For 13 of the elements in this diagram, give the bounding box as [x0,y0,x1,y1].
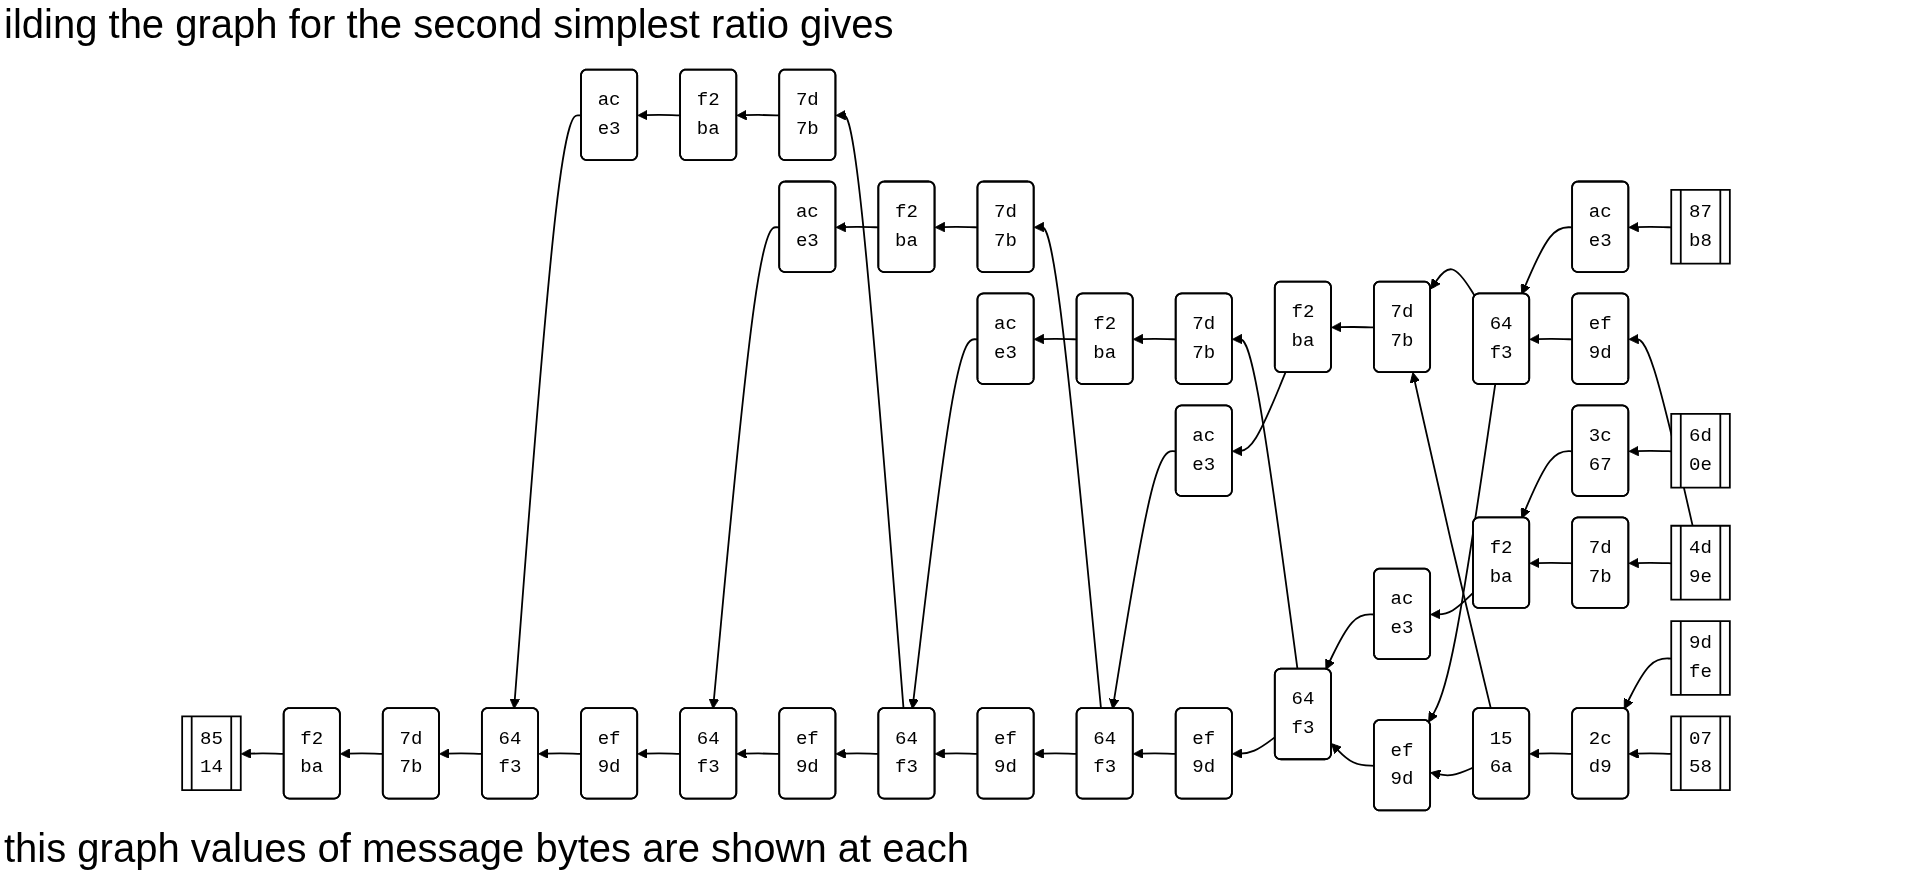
arrow [1628,557,1673,569]
arrow [1033,221,1102,710]
arrow [1628,221,1673,233]
arrow [1628,445,1673,457]
arrow [1628,748,1673,759]
arrow [1409,372,1492,710]
caption-text: ilding the graph for the second simplest ratio gives [4,2,894,47]
arrow [1623,657,1673,710]
arrow [1428,383,1497,723]
arrow [835,109,905,710]
arrow [1430,268,1476,298]
arrow [1232,371,1287,457]
caption-text: this graph values of message bytes are shown at each [4,826,969,871]
